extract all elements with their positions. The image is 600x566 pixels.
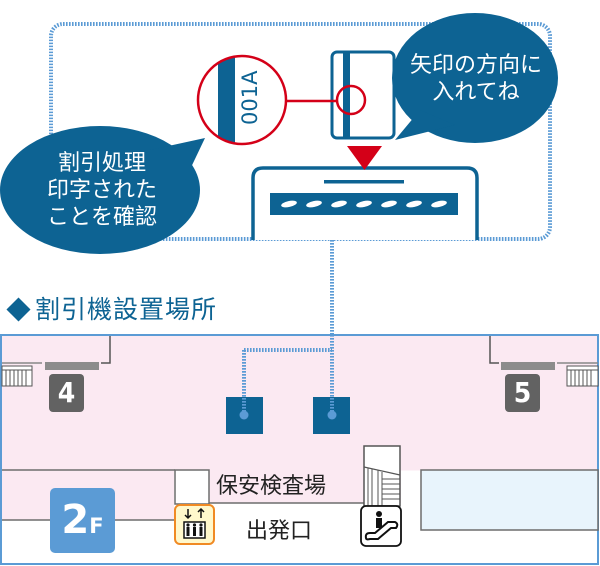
floor-badge: 2F [50, 488, 115, 553]
instruction-frame [49, 22, 552, 241]
light-blue-area [420, 469, 599, 531]
section-title-text: 割引機設置場所 [35, 295, 218, 324]
elevator-icon [174, 504, 215, 545]
insert-arrow-icon [347, 146, 382, 170]
security-checkpoint-label: 保安検査場 [216, 474, 327, 499]
bubble-left-text: 割引処理 印字された ことを確認 [46, 151, 157, 230]
left-speech-bubble [0, 126, 205, 254]
diamond-bullet-icon [6, 297, 31, 322]
escalator-icon [360, 505, 402, 547]
floor-map [0, 334, 599, 565]
departure-exit-label: 出発口 [246, 519, 313, 544]
floor-number: 2 [61, 497, 90, 543]
bubble-right-text: 矢印の方向に 入れてね [409, 53, 542, 105]
ticket-code: 001A [238, 70, 262, 125]
floor-unit: F [89, 514, 104, 538]
magnifier-small-circle [335, 84, 367, 116]
magnified-ticket [198, 56, 286, 144]
section-title: 割引機設置場所 [6, 290, 217, 326]
gate-5-sign: 5 [505, 374, 540, 412]
discount-machine [251, 166, 479, 240]
right-speech-bubble [392, 13, 558, 143]
discount-machine-marker-1 [226, 350, 263, 434]
gate-4-sign: 4 [49, 374, 84, 412]
discount-machine-marker-2 [313, 335, 350, 434]
slot-marks [281, 200, 447, 208]
